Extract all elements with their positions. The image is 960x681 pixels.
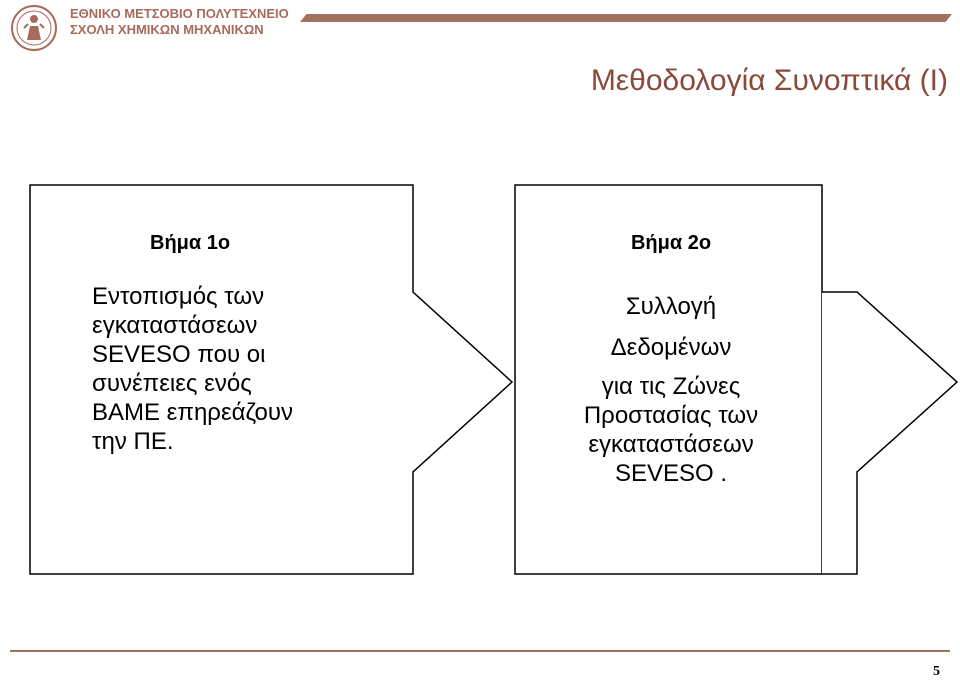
institution-line-1: ΕΘΝΙΚΟ ΜΕΤΣΟΒΙΟ ΠΟΛΥΤΕΧΝΕΙΟ	[70, 6, 289, 21]
step2-line: SEVESO .	[614, 460, 728, 487]
step2-line: εγκαταστάσεων	[588, 431, 754, 458]
step1-line: ΒΑΜΕ επηρεάζουν	[92, 399, 293, 426]
arrow-shape-1	[29, 184, 514, 575]
page-number: 5	[933, 664, 940, 679]
step1-line: Εντοπισμός των	[92, 283, 265, 310]
step1-line: την ΠΕ.	[92, 428, 174, 455]
step1-line: συνέπειες ενός	[92, 370, 252, 397]
step1-line: εγκαταστάσεων	[92, 312, 258, 339]
step2-line: Συλλογή	[625, 293, 717, 320]
step2-line: Προστασίας των	[583, 402, 759, 429]
institution-name: ΕΘΝΙΚΟ ΜΕΤΣΟΒΙΟ ΠΟΛΥΤΕΧΝΕΙΟ ΣΧΟΛΗ ΧΗΜΙΚΩ…	[70, 6, 289, 38]
university-seal-icon	[11, 5, 57, 51]
step1-text: Εντοπισμός των εγκαταστάσεων SEVESO που …	[92, 282, 362, 456]
step2-box	[514, 184, 823, 575]
step2-heading: Βήμα 2ο	[630, 232, 712, 254]
step2-line: για τις Ζώνες	[601, 373, 741, 400]
header-divider	[300, 14, 952, 22]
slide-title: Μεθοδολογία Συνοπτικά (Ι)	[590, 64, 948, 97]
step2-line: Δεδομένων	[610, 334, 732, 361]
step1-heading: Βήμα 1ο	[150, 232, 231, 254]
step2-text: Συλλογή Δεδομένων για τις Ζώνες Προστασί…	[540, 292, 802, 488]
step1-line: SEVESO που οι	[92, 341, 266, 368]
arrow-shape-2	[822, 291, 959, 575]
footer-divider	[10, 650, 950, 652]
institution-line-2: ΣΧΟΛΗ ΧΗΜΙΚΩΝ ΜΗΧΑΝΙΚΩΝ	[70, 22, 264, 37]
